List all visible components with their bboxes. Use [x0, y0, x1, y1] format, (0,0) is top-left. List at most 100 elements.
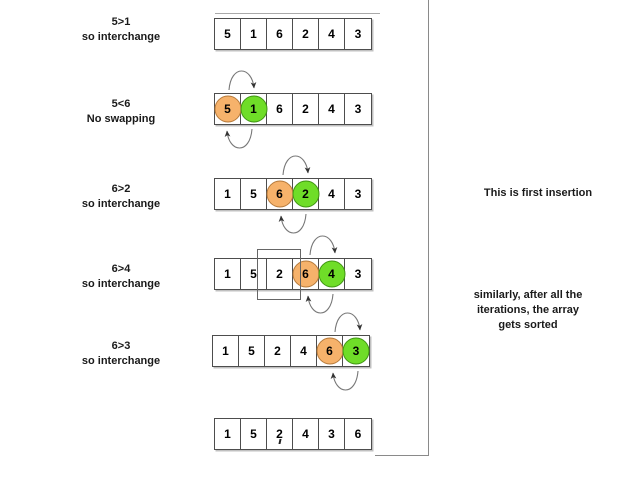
array-row: 1 5 2 4 3 6: [214, 418, 372, 450]
highlight-disc-green: [292, 180, 319, 208]
top-hairline: [215, 13, 380, 14]
cell-value: 4: [328, 27, 335, 41]
swap-arrow-bottom: [305, 293, 334, 314]
cell-value: 2: [302, 187, 309, 201]
highlight-disc-orange: [292, 260, 319, 288]
array-cell: 3: [345, 19, 371, 49]
step-caption-1: 5>1 so interchange: [81, 16, 161, 43]
highlight-disc-orange: [266, 180, 293, 208]
swap-arrow-top: [228, 70, 257, 91]
cell-value: 2: [276, 427, 283, 441]
array-cell: 2: [293, 19, 319, 49]
array-cell: 3: [342, 336, 370, 366]
array-cell: 3: [319, 419, 345, 449]
swap-arrow-bottom: [330, 370, 359, 391]
array-cell: 6: [345, 419, 371, 449]
array-row: 1 5 6 2 4 3: [214, 178, 372, 210]
cell-value: 6: [276, 187, 283, 201]
swap-arrow-bottom: [224, 128, 253, 149]
cell-value: 3: [354, 27, 362, 41]
highlight-disc-orange: [214, 95, 241, 123]
cell-value: 4: [328, 102, 335, 116]
cell-value: 1: [224, 187, 231, 201]
array-cell: 3: [345, 259, 371, 289]
cell-value: 5: [224, 102, 231, 116]
step-caption-3: 6>2 so interchange: [81, 183, 161, 210]
step-caption-4: 6>4 so interchange: [81, 263, 161, 290]
cell-value: 1: [250, 27, 257, 41]
cell-value: 1: [250, 102, 257, 116]
array-cell: 4: [293, 419, 319, 449]
array-cell: 2: [265, 336, 291, 366]
array-cell: 5: [241, 259, 267, 289]
cell-value: 3: [354, 187, 362, 201]
cell-value: 2: [302, 27, 309, 41]
array-cell: 6: [267, 19, 293, 49]
array-cell: 6: [316, 336, 343, 366]
cell-value: 5: [250, 187, 257, 201]
array-cell: 4: [319, 19, 345, 49]
array-cell: 2: [293, 94, 319, 124]
cell-value: 4: [302, 427, 309, 441]
array-cell: 1: [213, 336, 239, 366]
array-cell: 3: [345, 179, 371, 209]
cell-value: 5: [248, 344, 255, 358]
array-cell: 5: [241, 179, 267, 209]
cell-value: 3: [352, 344, 360, 358]
array-cell: 5: [214, 94, 241, 124]
swap-arrow-top: [309, 235, 338, 256]
highlight-disc-orange: [316, 337, 343, 365]
cell-value: 1: [222, 344, 229, 358]
swap-arrow-bottom: [278, 213, 307, 234]
array-row: 5 1 6 2 4 3: [214, 93, 372, 125]
array-cell: 4: [319, 179, 345, 209]
panel-divider-vertical: [428, 0, 429, 456]
swap-arrow-top: [334, 312, 363, 333]
cell-value: 4: [300, 344, 307, 358]
cell-value: 5: [250, 427, 257, 441]
cell-value: 5: [250, 267, 257, 281]
array-cell: 2: [292, 179, 319, 209]
step-caption-5: 6>3 so interchange: [81, 340, 161, 367]
cell-value: 6: [354, 427, 362, 441]
note-after-all-iterations: similarly, after all the iterations, the…: [473, 289, 583, 331]
cell-value: 6: [302, 267, 309, 281]
note-first-insertion: This is first insertion: [483, 187, 593, 199]
cell-value: 1: [224, 427, 231, 441]
cell-value: 4: [328, 187, 335, 201]
array-row: 5 1 6 2 4 3: [214, 18, 372, 50]
array-cell: 6: [267, 94, 293, 124]
highlight-disc-green: [240, 95, 267, 123]
array-cell: 6: [266, 179, 293, 209]
array-cell: 5: [215, 19, 241, 49]
cell-value: 1: [224, 267, 231, 281]
cell-value: 6: [276, 102, 283, 116]
swap-arrow-top: [282, 155, 311, 176]
cell-value: 4: [328, 267, 335, 281]
cell-value: 5: [224, 27, 231, 41]
array-row: 1 5 2 6 4 3: [214, 258, 372, 290]
array-cell: 6: [292, 259, 319, 289]
array-cell: 4: [319, 94, 345, 124]
array-cell: 1: [215, 419, 241, 449]
step-caption-2: 5<6 No swapping: [86, 98, 156, 125]
array-cell: 1: [215, 259, 241, 289]
cell-value: 2: [302, 102, 309, 116]
array-cell: 4: [318, 259, 345, 289]
array-cell: 5: [241, 419, 267, 449]
highlight-disc-green: [318, 260, 345, 288]
cell-value: 3: [328, 427, 335, 441]
cell-value: 2: [274, 344, 281, 358]
array-cell: 1: [241, 19, 267, 49]
cell-value: 3: [354, 102, 362, 116]
stray-rectangle-artifact: [257, 249, 301, 300]
digit-artifact-mark: [277, 439, 282, 444]
cell-value: 6: [276, 27, 283, 41]
highlight-disc-green: [342, 337, 370, 365]
cell-value: 2: [276, 267, 283, 281]
panel-divider-bottom: [375, 455, 429, 456]
array-cell: 1: [240, 94, 267, 124]
array-row: 1 5 2 4 6 3: [212, 335, 370, 367]
